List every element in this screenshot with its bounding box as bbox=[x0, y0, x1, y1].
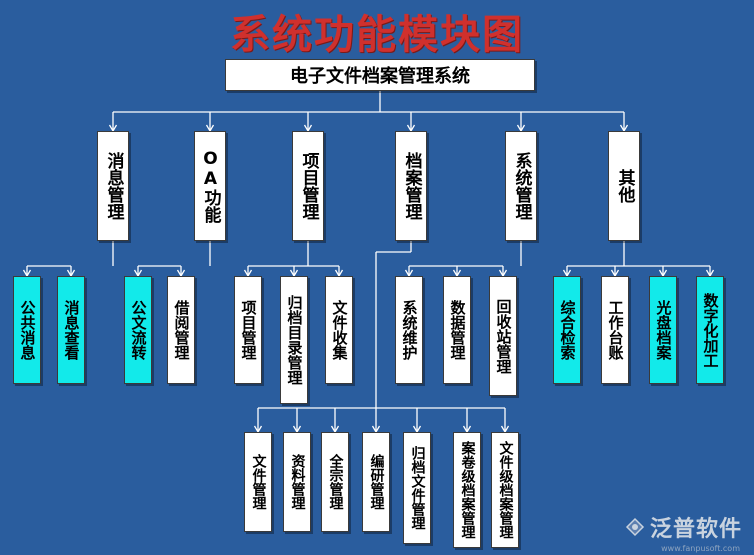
submodule-disc-archive: 光盘档案 bbox=[649, 276, 677, 384]
archive-file-management: 文件管理 bbox=[244, 432, 272, 532]
submodule-system-maintenance: 系统维护 bbox=[395, 276, 423, 384]
submodule-document-flow: 公文流转 bbox=[124, 276, 152, 384]
module-archive: 档案管理 bbox=[395, 131, 427, 241]
archive-compilation-management: 编研管理 bbox=[362, 432, 390, 532]
archive-fonds-management: 全宗管理 bbox=[321, 432, 349, 532]
submodule-file-collection: 文件收集 bbox=[325, 276, 353, 384]
submodule-project-management: 项目管理 bbox=[234, 276, 262, 384]
submodule-public-message: 公共消息 bbox=[13, 276, 41, 384]
logo-url: www.fanpusoft.com bbox=[661, 544, 740, 553]
module-oa: OA功能 bbox=[194, 131, 226, 241]
submodule-data-management: 数据管理 bbox=[443, 276, 471, 384]
submodule-message-view: 消息查看 bbox=[57, 276, 85, 384]
submodule-search: 综合检索 bbox=[553, 276, 581, 384]
fanpu-logo-icon bbox=[625, 517, 645, 537]
submodule-recycle-bin: 回收站管理 bbox=[489, 276, 517, 396]
submodule-digitization: 数字化加工 bbox=[696, 276, 724, 384]
submodule-work-ledger: 工作台账 bbox=[601, 276, 629, 384]
module-project: 项目管理 bbox=[292, 131, 324, 241]
archive-volume-level-management: 案卷级档案管理 bbox=[453, 432, 481, 548]
archive-material-management: 资料管理 bbox=[283, 432, 311, 532]
root-node: 电子文件档案管理系统 bbox=[225, 59, 535, 91]
submodule-archive-catalog: 归档目录管理 bbox=[280, 276, 308, 404]
module-system: 系统管理 bbox=[505, 131, 537, 241]
submodule-borrow-management: 借阅管理 bbox=[167, 276, 195, 384]
module-other: 其他 bbox=[608, 131, 640, 241]
archive-filed-document-management: 归档文件管理 bbox=[403, 432, 431, 544]
logo-text: 泛普软件 bbox=[649, 517, 742, 542]
diagram-title: 系统功能模块图 bbox=[230, 11, 524, 58]
archive-file-level-management: 文件级档案管理 bbox=[491, 432, 519, 548]
fanpu-logo: 泛普软件 bbox=[624, 511, 742, 543]
module-message: 消息管理 bbox=[97, 131, 129, 241]
